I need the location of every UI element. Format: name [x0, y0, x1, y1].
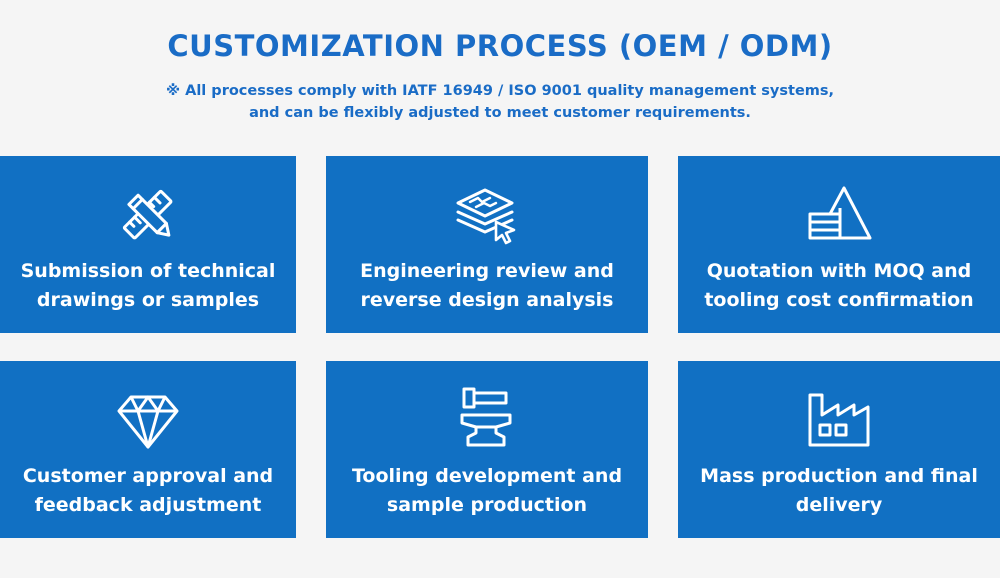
step-card-5: Tooling development and sample productio…: [326, 361, 648, 538]
step-card-3: Quotation with MOQ and tooling cost conf…: [678, 156, 1000, 333]
step-card-2: Engineering review and reverse design an…: [326, 156, 648, 333]
factory-icon: [804, 385, 874, 455]
step-label: Mass production and final delivery: [700, 465, 978, 516]
page-subtitle: ※ All processes comply with IATF 16949 /…: [165, 83, 835, 121]
step-label: Submission of technical drawings or samp…: [20, 260, 276, 311]
step-label: Engineering review and reverse design an…: [360, 260, 614, 311]
step-label: Tooling development and sample productio…: [351, 465, 623, 516]
step-label: Quotation with MOQ and tooling cost conf…: [704, 260, 974, 311]
ruler-pencil-icon: [113, 180, 183, 250]
anvil-hammer-icon: [452, 385, 522, 455]
step-label: Customer approval and feedback adjustmen…: [22, 465, 274, 516]
diamond-icon: [113, 385, 183, 455]
step-card-6: Mass production and final delivery: [678, 361, 1000, 538]
page-title: CUSTOMIZATION PROCESS (OEM / ODM): [167, 29, 833, 63]
layers-cursor-icon: [452, 180, 522, 250]
pyramid-chart-icon: [804, 180, 874, 250]
step-card-1: Submission of technical drawings or samp…: [0, 156, 296, 333]
step-card-4: Customer approval and feedback adjustmen…: [0, 361, 296, 538]
